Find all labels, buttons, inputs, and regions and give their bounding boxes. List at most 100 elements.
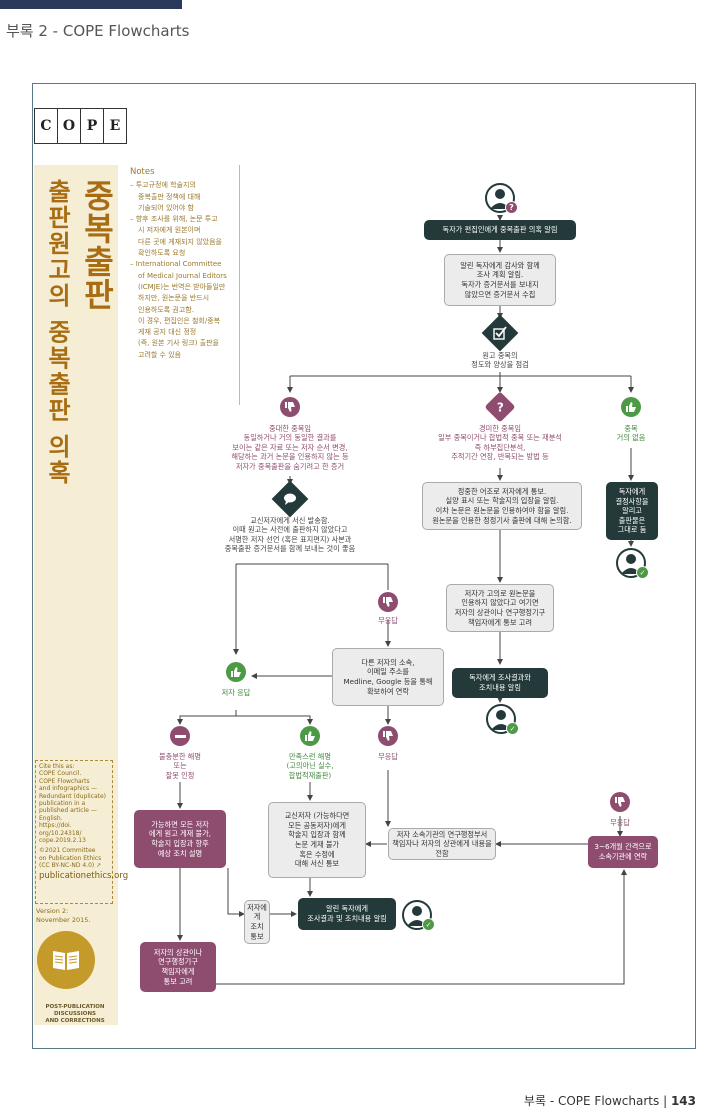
text-line: 모든 공동저자)에게	[288, 820, 346, 830]
note-line: of Medical Journal Editors	[138, 271, 227, 280]
reader-avatar: ✓	[402, 900, 435, 931]
text-line: 혹은 수정에	[299, 849, 335, 859]
speech-bubble-icon	[283, 493, 297, 505]
text-line: 중대한 중복임	[269, 424, 311, 433]
text-line: 독자에게	[618, 487, 646, 497]
cite-line: ©2021 Committee	[39, 847, 96, 855]
badge-line: AND CORRECTIONS	[45, 1018, 105, 1024]
text-line: 실양 표시 또는 학술지의 입장을 알림.	[445, 496, 559, 506]
text-line: 확보하여 연락	[367, 686, 409, 696]
node-followup-contact: 3~6개월 간격으로 소속기관에 연락	[588, 836, 658, 868]
cite-line: Cite this as:	[39, 763, 75, 770]
text-line: 예상 조치 설명	[157, 848, 203, 858]
badge-caption: POST-PUBLICATION DISCUSSIONS AND CORRECT…	[34, 1004, 116, 1025]
citation-box: Cite this as: COPE Council. COPE Flowcha…	[35, 760, 129, 904]
text-line: 추적기간 연장, 반복되는 방법 등	[451, 452, 549, 462]
note-line: (ICMJE)는 번역은 받아들일만	[138, 282, 226, 291]
thumbs-up-icon	[621, 397, 641, 417]
version-info: Version 2: November 2015.	[36, 907, 91, 925]
text-line: 보이는 같은 자료 또는 저자 순서 변경,	[232, 442, 348, 452]
text-line: 책임자에게	[161, 967, 195, 976]
logo-letter: C	[34, 108, 58, 144]
node-reader-informs: 독자가 편집인에게 중복출판 의혹 알림	[424, 220, 576, 240]
text-line: 합법적재출판)	[288, 770, 332, 780]
thumbs-up-icon	[226, 662, 246, 682]
version-line: November 2015.	[36, 916, 91, 924]
cite-line: and infographics —	[39, 785, 98, 793]
label-minor-duplication: 경미한 중복임 일부 중복이거나 합법적 중복 또는 재분석 즉 하부집단분석,…	[420, 424, 580, 462]
logo-letter: O	[57, 108, 81, 144]
notes-heading: Notes	[130, 167, 155, 177]
note-line: – 향후 조사를 위해, 논문 투고	[130, 215, 218, 224]
note-line: 다른 곳에 게재되지 않았음을	[138, 237, 222, 246]
text-line: 통보 고려	[163, 976, 193, 986]
text-line: 잘못 인정	[165, 770, 195, 780]
label-check-extent: 원고 중복의 정도와 양상을 점검	[448, 351, 552, 370]
website-link[interactable]: publicationethics.org	[39, 870, 129, 881]
doi-link[interactable]: org/10.24318/	[39, 829, 82, 837]
text-line: 알리고	[622, 506, 642, 516]
label-no-duplication: 중복 거의 없음	[601, 424, 661, 443]
text-line: 통보	[250, 931, 264, 941]
page-header: 부록 2 - COPE Flowcharts	[6, 22, 190, 40]
text-line: 에게 원고 게재 불가,	[148, 829, 212, 839]
note-line: 중복출판 정책에 대해	[138, 192, 201, 201]
question-icon: ?	[505, 201, 518, 214]
text-line: 이때 원고는 사전에 출판하지 않았다고	[232, 525, 348, 535]
note-line: 이 경우, 편집인은 철회/중복	[138, 316, 221, 325]
text-line: 또는	[173, 761, 187, 771]
text-line: 정도와 양상을 점검	[471, 360, 529, 370]
text-line: 저자가 중복출판을 숨기려고 한 증거	[235, 461, 345, 471]
no-entry-icon	[170, 726, 190, 746]
text-line: 조치	[250, 922, 264, 931]
notes-panel: Notes – 투고규정에 학술지의 중복출판 정책에 대해 기술되어 있어야 …	[122, 165, 240, 405]
checkbox-icon	[493, 326, 507, 340]
text-line: 즉 하부집단분석,	[474, 442, 526, 452]
text-line: 않았으면 증거문서 수집	[464, 289, 536, 299]
text-line: 원논문을 인용한 정정기사 출판에 대해 논의함.	[432, 515, 572, 525]
text-line: 경미한 중복임	[479, 424, 521, 433]
text-line: 원고 중복의	[482, 351, 518, 360]
sidebar-subtitle: 출판원고의 중복출판 의혹	[43, 179, 71, 486]
label-author-responds: 저자 응답	[221, 688, 251, 697]
node-find-other-authors: 다른 저자의 소속, 이메일 주소를 Medline, Google 등을 통해…	[332, 648, 444, 706]
text-line: 가능하면 모든 저자	[151, 819, 209, 829]
check-decision-node	[481, 314, 519, 352]
text-line: 정중한 어조로 저자에게 통보.	[457, 486, 547, 496]
check-icon: ✓	[422, 918, 435, 931]
text-line: 저자의 상관이나	[153, 947, 203, 957]
text-line: 저자가 고의로 원논문을	[464, 588, 536, 598]
text-line: 교신저자 (가능하다면	[284, 811, 350, 821]
text-line: 알린 독자에게	[326, 904, 368, 914]
node-contact-institution: 저자 소속기관의 연구행정부서 책임자나 저자의 상관에게 내용을 전함	[388, 828, 496, 860]
letter-decision-node	[271, 480, 309, 518]
note-line: – International Committee	[130, 260, 222, 269]
text-line: 저자 소속기관의 연구행정부서	[396, 829, 488, 839]
label-no-response: 무응답	[378, 752, 398, 761]
text-line: 알린 독자에게 감사와 함께	[460, 260, 540, 270]
note-line: 시 저자에게 원본이며	[138, 226, 201, 235]
label-unsatisfactory: 불충분한 해명 또는 잘못 인정	[146, 752, 214, 780]
doi-link[interactable]: https://doi.	[39, 822, 72, 830]
text-line: 저자에게	[247, 902, 267, 922]
text-line: 해당하는 과거 논문을 인용하지 않는 등	[231, 452, 349, 462]
label-no-response: 무응답	[378, 616, 398, 625]
text-line: 결정사항을	[615, 496, 649, 506]
text-line: 불충분한 해명	[159, 752, 201, 761]
doi-link[interactable]: cope.2019.2.13	[39, 837, 86, 845]
logo-letter: E	[103, 108, 127, 144]
note-line: 기술되어 있어야 함	[138, 203, 194, 212]
text-line: 논문 게재 불가	[294, 840, 340, 849]
check-icon: ✓	[636, 566, 649, 579]
node-notify-author: 저자에게 조치 통보	[244, 900, 270, 944]
badge-line: POST-PUBLICATION DISCUSSIONS	[45, 1004, 105, 1017]
text-line: Medline, Google 등을 통해	[343, 677, 433, 686]
text-line: 이차 논문은 원논문을 인용하여야 함을 알림.	[435, 506, 569, 515]
node-consider-inform: 저자가 고의로 원논문을 인용하지 않았다고 여기면 저자의 상관이나 연구행정…	[446, 584, 554, 632]
license-link[interactable]: (CC BY-NC-ND 4.0) ↗	[39, 862, 102, 870]
node-politely-inform: 정중한 어조로 저자에게 통보. 실양 표시 또는 학술지의 입장을 알림. 이…	[422, 482, 582, 530]
version-line: Version 2:	[36, 907, 69, 915]
sidebar: 중복출판 출판원고의 중복출판 의혹	[34, 165, 118, 1025]
cite-line: COPE Council.	[39, 770, 82, 778]
text-line: 교신저자에게 서신 발송함.	[250, 516, 330, 525]
